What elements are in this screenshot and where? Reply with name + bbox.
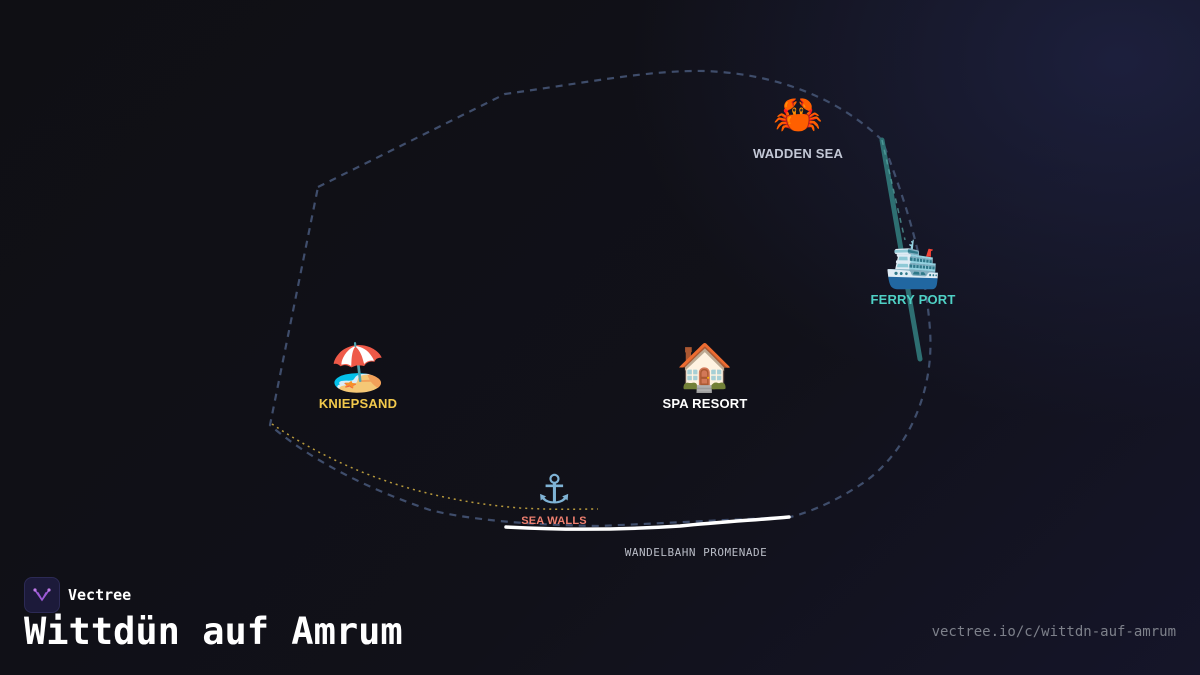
wandelbahn-promenade-path [504,515,791,531]
ferry-route-line [879,137,923,362]
source-url[interactable]: vectree.io/c/wittdn-auf-amrum [931,624,1176,640]
poi-wadden-sea[interactable]: 🦀 WADDEN SEA [753,95,843,161]
beach-umbrella-icon: 🏖️ [329,340,387,394]
map-title: Wittdün auf Amrum [24,610,403,653]
brand-name: Vectree [68,586,132,604]
poi-label-kniepsand: KNIEPSAND [318,396,398,411]
poi-label-sea-walls: SEA WALLS [521,515,587,527]
island-boundary [268,69,932,528]
house-icon: 🏠 [676,340,734,394]
road-label-wandelbahn-promenade: WANDELBAHN PROMENADE [624,546,768,559]
ferry-route-highlight [881,139,906,241]
poi-kniepsand[interactable]: 🏖️ KNIEPSAND [319,344,397,411]
brand[interactable]: Vectree [24,577,131,613]
poi-ferry-port[interactable]: 🛳️ FERRY PORT [870,241,955,307]
poi-label-wadden-sea: WADDEN SEA [752,146,844,161]
poi-label-spa-resort: SPA RESORT [662,396,748,411]
ship-icon: 🛳️ [884,237,942,291]
crab-icon: 🦀 [773,92,823,138]
anchor-icon: ⚓ [536,467,572,513]
vectree-logo-icon [24,577,60,613]
poi-spa-resort[interactable]: 🏠 SPA RESORT [662,344,747,411]
poi-sea-walls[interactable]: ⚓ SEA WALLS [521,470,587,527]
poi-label-ferry-port: FERRY PORT [870,292,956,307]
